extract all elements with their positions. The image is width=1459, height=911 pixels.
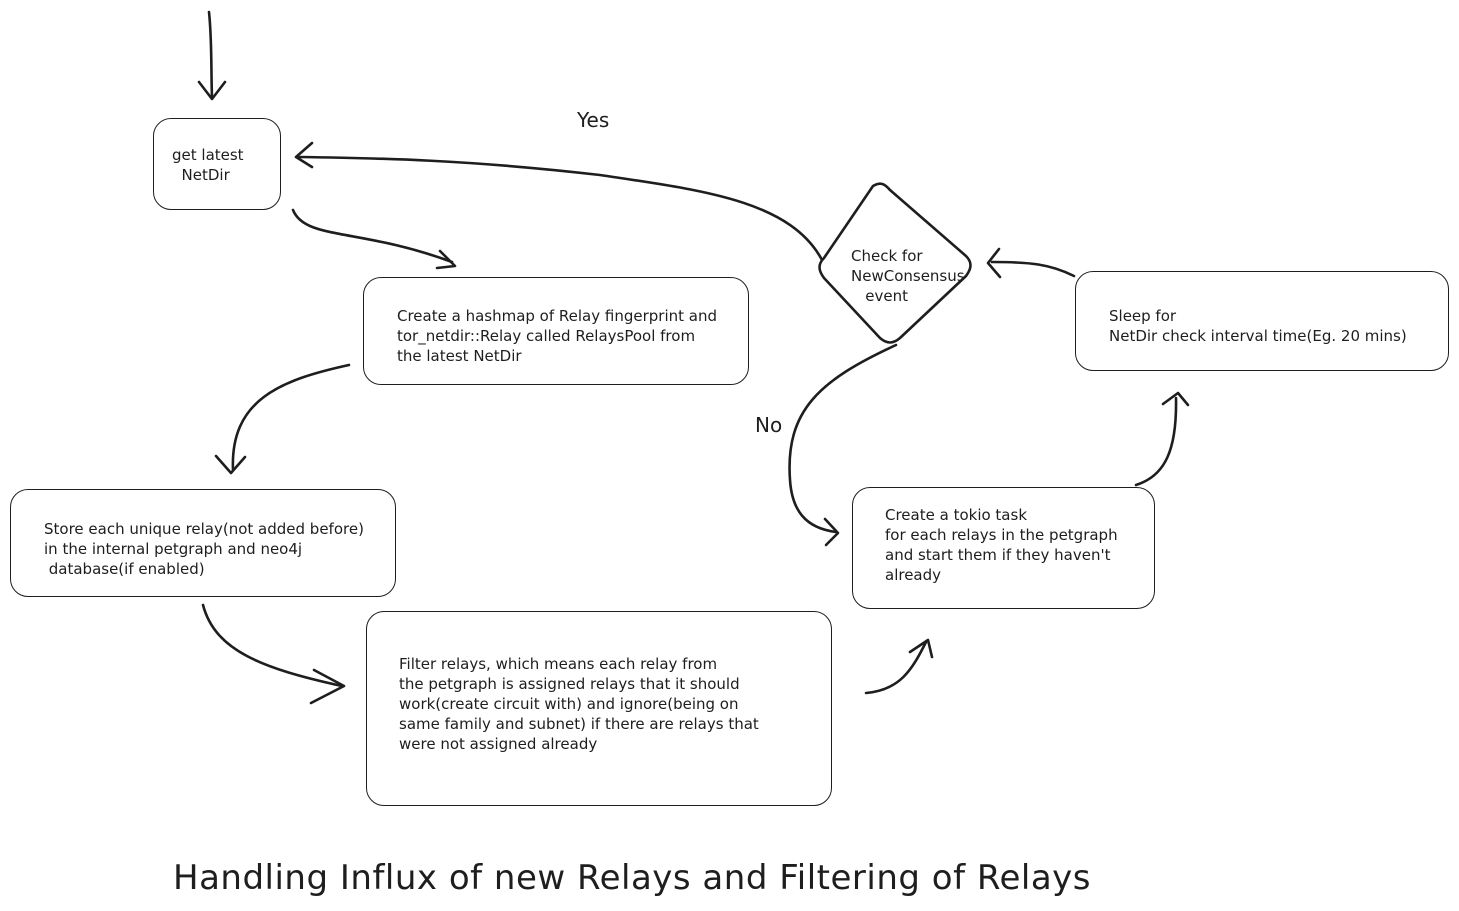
store-box bbox=[10, 489, 396, 597]
tokio-box bbox=[852, 487, 1155, 609]
check-consensus-text: Check for NewConsensus event bbox=[851, 247, 965, 305]
arrow-tokio-to-sleep bbox=[1134, 396, 1178, 487]
arrow-hashmap-to-store bbox=[231, 363, 351, 472]
arrow-sleep-to-check bbox=[990, 260, 1076, 278]
get-netdir-text: get latest NetDir bbox=[172, 146, 244, 184]
yes-label: Yes bbox=[577, 108, 610, 132]
sleep-box bbox=[1075, 271, 1449, 371]
diagram-caption: Handling Influx of new Relays and Filter… bbox=[173, 858, 1092, 898]
get-netdir-box bbox=[153, 118, 281, 210]
filter-box bbox=[366, 611, 832, 806]
tokio-text: Create a tokio task for each relays in t… bbox=[885, 506, 1118, 584]
hashmap-text: Create a hashmap of Relay fingerprint an… bbox=[397, 307, 717, 365]
filter-text: Filter relays, which means each relay fr… bbox=[399, 655, 759, 753]
arrow-check-to-tokio-no bbox=[788, 343, 898, 534]
store-text: Store each unique relay(not added before… bbox=[44, 520, 364, 578]
no-label: No bbox=[755, 413, 783, 437]
decision-diamond bbox=[818, 182, 972, 344]
arrow-check-to-netdir-yes bbox=[296, 155, 824, 262]
hashmap-box bbox=[363, 277, 749, 385]
entry-arrow bbox=[207, 10, 214, 100]
arrow-store-to-filter bbox=[201, 603, 344, 688]
arrow-netdir-to-hashmap bbox=[291, 208, 454, 264]
arrow-filter-to-tokio bbox=[864, 640, 928, 695]
sleep-text: Sleep for NetDir check interval time(Eg.… bbox=[1109, 307, 1407, 345]
